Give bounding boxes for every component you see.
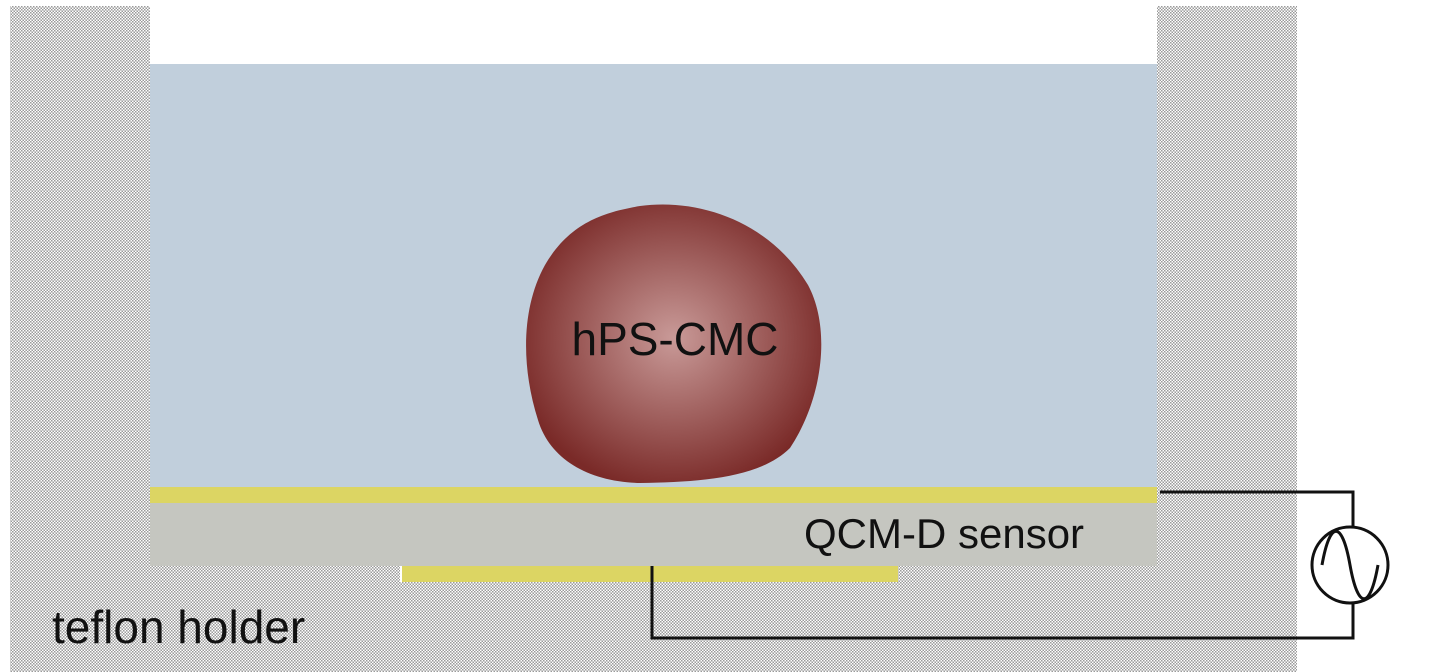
top-electrode xyxy=(150,487,1157,503)
particle-label: hPS-CMC xyxy=(571,313,779,365)
hps-cmc-particle xyxy=(526,204,822,483)
wire-top xyxy=(1160,490,1355,528)
sensor-label: QCM-D sensor xyxy=(804,510,1085,557)
qcmd-sensor xyxy=(150,503,1157,566)
wire-bottom xyxy=(650,566,1355,640)
teflon-holder xyxy=(10,6,1297,672)
bottom-electrode xyxy=(402,566,898,582)
holder-label: teflon holder xyxy=(52,601,306,653)
sine-wave-icon xyxy=(1320,530,1380,600)
